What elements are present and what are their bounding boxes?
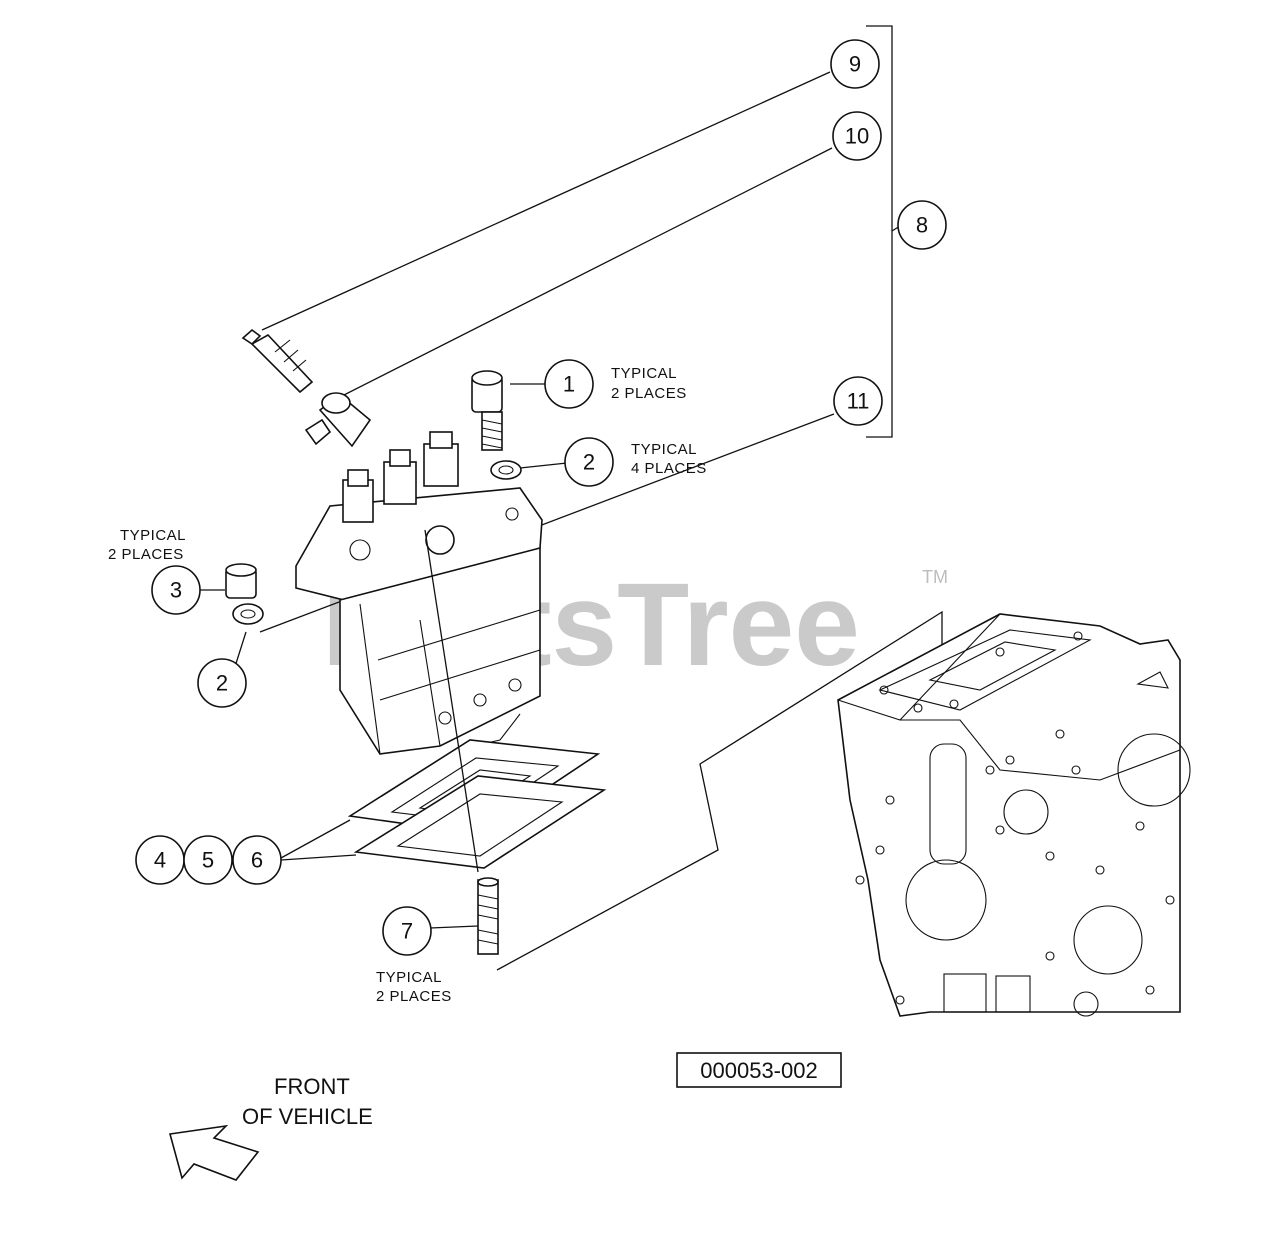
callout-8: 8 [897, 200, 947, 250]
note-2-line1: TYPICAL [631, 441, 697, 458]
callout-2-upper: 2 [564, 437, 614, 487]
nut-part [225, 563, 257, 599]
front-arrow-icon [168, 1124, 260, 1181]
svg-text:2: 2 [583, 450, 595, 475]
svg-text:3: 3 [170, 578, 182, 603]
group-bracket [866, 25, 893, 438]
gasket-lower-part [353, 775, 607, 869]
centerline [424, 529, 479, 873]
svg-text:2: 2 [216, 671, 228, 696]
injection-pump-body [295, 431, 543, 755]
washer-part-upper [490, 460, 522, 480]
cap-screw-part [471, 370, 503, 451]
note-2-line2: 4 PLACES [631, 460, 707, 477]
svg-text:8: 8 [916, 213, 928, 238]
callout-11: 11 [833, 376, 883, 426]
callout-5: 5 [183, 835, 233, 885]
figure-number-box: 000053-002 [676, 1052, 842, 1088]
stud-part [477, 877, 499, 955]
svg-text:5: 5 [202, 848, 214, 873]
callout-6: 6 [232, 835, 282, 885]
svg-text:9: 9 [849, 52, 861, 77]
callout-1: 1 [544, 359, 594, 409]
figure-number: 000053-002 [700, 1058, 817, 1083]
svg-text:11: 11 [847, 389, 870, 414]
callout-4: 4 [135, 835, 185, 885]
note-7-line1: TYPICAL [376, 969, 442, 986]
svg-text:1: 1 [563, 372, 575, 397]
note-7-line2: 2 PLACES [376, 988, 452, 1005]
svg-text:6: 6 [251, 848, 263, 873]
svg-text:7: 7 [401, 919, 413, 944]
banjo-fitting-part [304, 392, 372, 448]
note-1-line2: 2 PLACES [611, 385, 687, 402]
engine-block [837, 613, 1191, 1017]
svg-text:4: 4 [154, 848, 166, 873]
washer-part-left [232, 603, 264, 625]
svg-text:10: 10 [845, 124, 869, 149]
front-label-line1: FRONT [274, 1074, 350, 1099]
callout-3: 3 [151, 565, 201, 615]
watermark-tm: TM [922, 567, 948, 587]
note-3-line1: TYPICAL [120, 527, 186, 544]
front-label-line2: OF VEHICLE [242, 1104, 373, 1129]
callout-7: 7 [382, 906, 432, 956]
callout-10: 10 [832, 111, 882, 161]
note-1-line1: TYPICAL [611, 365, 677, 382]
leader-lines [200, 71, 943, 971]
callout-2-lower: 2 [197, 658, 247, 708]
banjo-bolt-part [241, 328, 314, 394]
note-3-line2: 2 PLACES [108, 546, 184, 563]
callout-9: 9 [830, 39, 880, 89]
